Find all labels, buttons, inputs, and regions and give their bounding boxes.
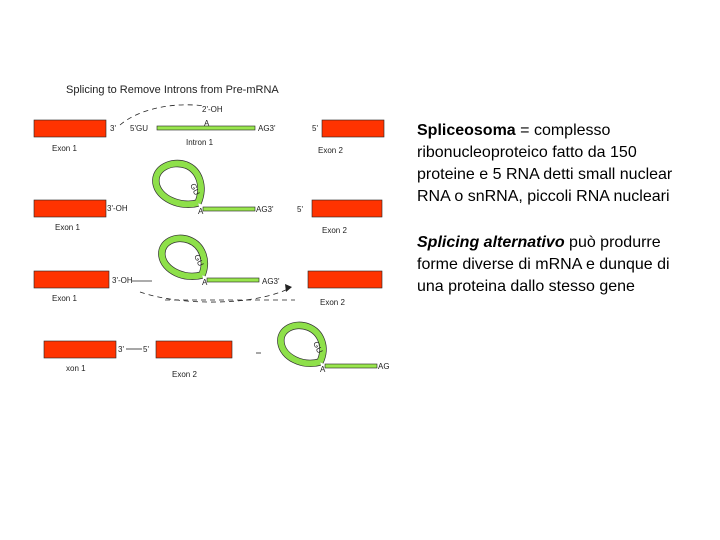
row3-intron-tail	[207, 278, 259, 282]
row1-intron-label: Intron 1	[186, 138, 214, 147]
row1-branch-point: A	[204, 119, 210, 128]
row2-exon1-label: Exon 1	[55, 223, 80, 232]
row3-exon2	[308, 271, 382, 288]
row1-right-end: 5'	[312, 124, 318, 133]
row2-3oh: 3'-OH	[107, 204, 128, 213]
diagram-title: Splicing to Remove Introns from Pre-mRNA	[66, 84, 279, 96]
row2-exon2	[312, 200, 382, 217]
row2-right-end: 5'	[297, 205, 303, 214]
row4-acceptor: AG	[378, 362, 390, 371]
splicing-diagram: Splicing to Remove Introns from Pre-mRNA…	[0, 0, 400, 400]
row4-exon1	[44, 341, 116, 358]
text-panel: Spliceosoma = complesso ribonucleoprotei…	[417, 120, 697, 298]
row3-exon2-label: Exon 2	[320, 298, 345, 307]
row2-exon1	[34, 200, 106, 217]
row4-intron-tail	[325, 364, 377, 368]
row4-right-end: 5'	[143, 345, 149, 354]
alternative-splicing-term: Splicing alternativo	[417, 234, 565, 251]
row3-arrow-head	[285, 284, 292, 292]
row4-exon2-label: Exon 2	[172, 370, 197, 379]
row2-intron-tail	[203, 207, 255, 211]
spliceosome-paragraph: Spliceosoma = complesso ribonucleoprotei…	[417, 120, 697, 208]
spliceosome-term: Spliceosoma	[417, 122, 516, 139]
row3-exon1	[34, 271, 109, 288]
alternative-splicing-paragraph: Splicing alternativo può produrre forme …	[417, 232, 697, 298]
row2-acceptor: AG3'	[256, 205, 274, 214]
row4-left-end: 3'	[118, 345, 124, 354]
row1-left-end: 3'	[110, 124, 116, 133]
row1-acceptor: AG3'	[258, 124, 276, 133]
row1-5prime-site: 5'GU	[130, 124, 148, 133]
row2-exon2-label: Exon 2	[322, 226, 347, 235]
row1-exon2	[322, 120, 384, 137]
row1-exon1-label: Exon 1	[52, 144, 77, 153]
row1-exon2-label: Exon 2	[318, 146, 343, 155]
row1-2prime-oh: 2'-OH	[202, 105, 223, 114]
row3-acceptor: AG3'	[262, 277, 280, 286]
row4-exon2	[156, 341, 232, 358]
row4-exon1-label: xon 1	[66, 364, 86, 373]
row1-attack-arrow	[120, 105, 205, 125]
row3-exon1-label: Exon 1	[52, 294, 77, 303]
row1-exon1	[34, 120, 106, 137]
row3-3oh: 3'-OH	[112, 276, 133, 285]
